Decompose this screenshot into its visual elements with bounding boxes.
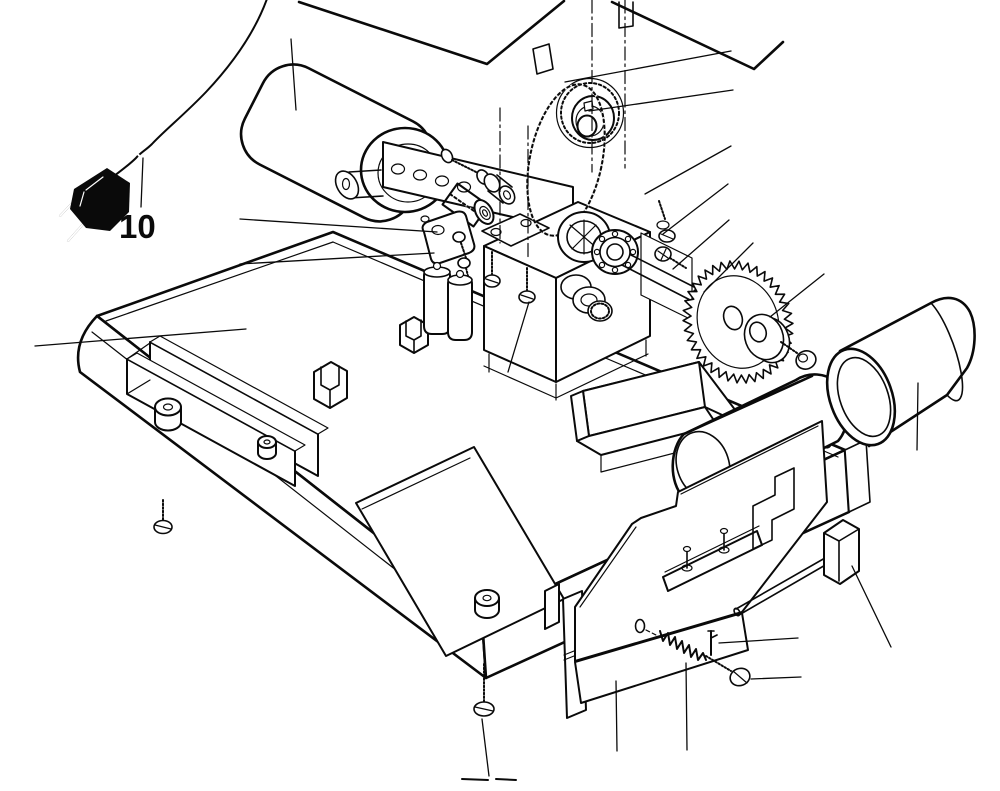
switch-assembly xyxy=(420,210,476,341)
slide-rod xyxy=(733,553,835,617)
leader-clamp-knob xyxy=(851,565,892,648)
bearing-small xyxy=(591,229,639,275)
motor-boss xyxy=(334,170,360,200)
leader-pin xyxy=(718,637,799,644)
leader-motor xyxy=(290,38,297,111)
leader-lines xyxy=(34,38,919,781)
callout-10-label: 10 xyxy=(119,208,156,245)
cable-clip xyxy=(399,316,429,354)
leader-switch xyxy=(239,218,438,233)
leader-switch xyxy=(239,252,435,265)
leader-base-screw xyxy=(481,718,490,777)
screw-boss xyxy=(474,589,500,619)
callout-10-leader xyxy=(140,157,144,208)
set-screw xyxy=(583,100,594,112)
leader-set-screw xyxy=(588,89,734,112)
center-lines xyxy=(499,0,626,261)
leader-panel xyxy=(615,680,618,752)
leader-housing xyxy=(644,145,732,195)
housing-screw xyxy=(483,251,501,288)
power-cord xyxy=(113,0,268,177)
blade-flange xyxy=(743,313,791,364)
top-flange xyxy=(481,213,550,247)
vacuum-adapter xyxy=(825,296,976,448)
panel-screw xyxy=(705,655,751,687)
leader-spring xyxy=(685,662,688,751)
panel-slot xyxy=(662,525,763,592)
arbor-screw xyxy=(780,341,817,370)
storage-compartment xyxy=(126,335,329,487)
washer-stack xyxy=(560,274,613,322)
panel-base-flange xyxy=(574,612,749,704)
blade-bore xyxy=(722,305,744,331)
belt-pulley xyxy=(555,77,625,149)
leader-vacuum-adapter xyxy=(916,382,919,451)
leader-pulley xyxy=(564,50,732,83)
power-plug xyxy=(59,168,130,242)
pivot-hole xyxy=(634,618,646,634)
leader-screw xyxy=(672,219,730,270)
tension-spring xyxy=(659,630,707,661)
retaining-pin xyxy=(707,630,718,656)
motor xyxy=(239,63,451,223)
screw-boss xyxy=(154,397,182,432)
leader-flange xyxy=(769,273,825,318)
cable-clip xyxy=(313,361,348,409)
base-screw xyxy=(153,499,173,535)
housing-cover xyxy=(297,0,785,75)
screw-boss xyxy=(257,435,277,460)
screw-spring-washer xyxy=(656,200,676,243)
leader-housing-screw xyxy=(507,301,530,373)
panel-cutout xyxy=(752,467,795,550)
clamp-knob xyxy=(823,519,860,585)
base-screw xyxy=(473,663,495,717)
leader-tray xyxy=(34,328,247,347)
right-compartment xyxy=(570,361,749,473)
capacitor-block xyxy=(423,261,473,341)
spacer-sleeve xyxy=(483,173,516,205)
callout-10: 10 xyxy=(119,157,156,245)
cropped-label-marks xyxy=(461,778,517,781)
drive-belt xyxy=(526,83,606,237)
screw-phillips xyxy=(654,246,687,269)
leader-screw xyxy=(662,183,729,235)
wall-slot-tab xyxy=(544,583,560,630)
leader-shaft-nut xyxy=(703,242,754,293)
leader-panel-screw xyxy=(750,676,802,680)
side-panel xyxy=(574,420,828,704)
housing-screw xyxy=(518,267,536,304)
